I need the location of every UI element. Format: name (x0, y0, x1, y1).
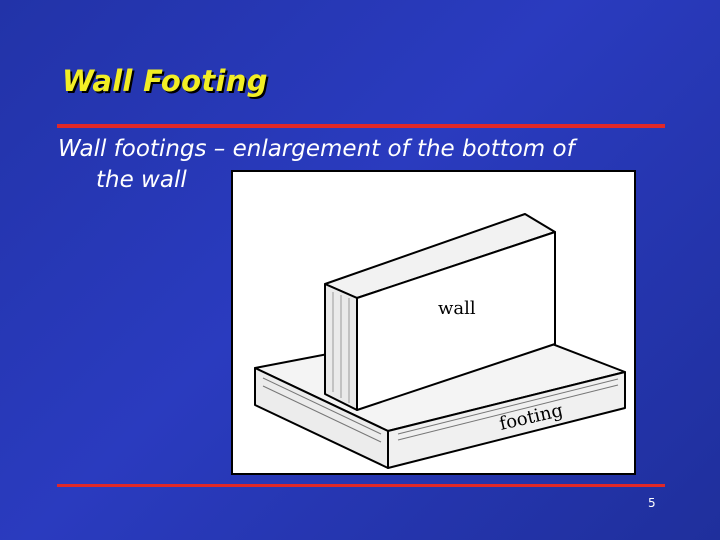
footer-divider (57, 484, 665, 487)
body-line-1: Wall footings – enlargement of the botto… (58, 136, 575, 162)
footing-shading (262, 377, 619, 443)
page-number: 5 (648, 496, 656, 510)
body-line-2: the wall (96, 167, 187, 193)
body-text: Wall footings – enlargement of the botto… (58, 134, 668, 196)
slide-title: Wall Footing (62, 64, 268, 98)
wall-label: wall (438, 298, 476, 319)
wall-footing-figure: wall footing (231, 170, 636, 475)
wall-shading (332, 292, 350, 403)
title-divider (57, 124, 665, 128)
wall-footing-illustration: wall footing (254, 213, 626, 469)
footing-right-face (387, 371, 626, 469)
